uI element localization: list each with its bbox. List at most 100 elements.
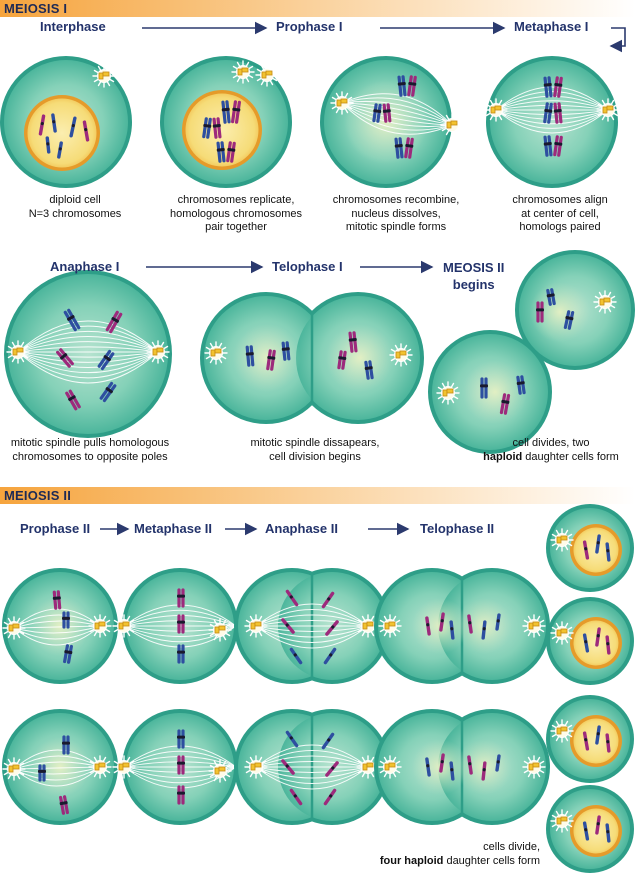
sister-chromatid (63, 310, 77, 332)
section-title-meiosis-1: MEIOSIS I (4, 1, 68, 16)
chromatid (285, 730, 299, 748)
centrosome (436, 381, 460, 405)
homolog-pair (202, 117, 222, 139)
caption-line: mitotic spindle forms (345, 221, 447, 233)
sister-chromatid (216, 117, 222, 139)
sister-chromatid (52, 590, 58, 610)
centromere (480, 384, 488, 388)
centromere (40, 121, 44, 126)
centrosome (204, 341, 228, 365)
chromosome (245, 345, 255, 367)
sister-chromatid (249, 345, 255, 367)
cell-metaphase-2-bottom (112, 709, 238, 825)
centrosome (2, 616, 26, 640)
caption-bold: haploid (483, 450, 523, 463)
chromosome (281, 341, 291, 361)
sister-chromatid (382, 103, 388, 123)
chromatid (51, 113, 57, 133)
centromere (245, 352, 254, 356)
centriole (442, 389, 448, 397)
haploid-cell-4 (546, 785, 634, 873)
chromosome (266, 349, 276, 371)
spindle-fiber (17, 320, 159, 353)
chromosome (404, 137, 414, 159)
chromosome (177, 755, 185, 775)
chromosome (177, 785, 185, 805)
chromatid (582, 821, 590, 841)
chromosome (177, 614, 185, 634)
spindle-fiber (123, 750, 237, 768)
centriole (98, 762, 106, 768)
sister-chromatid (100, 352, 115, 371)
chromosome (105, 310, 123, 334)
centromere (177, 791, 185, 795)
centromere (59, 353, 68, 360)
centromere (327, 597, 331, 601)
centriole (122, 762, 130, 768)
centromere (546, 293, 555, 298)
centromere (584, 547, 588, 551)
centriole (254, 762, 262, 768)
centromere (267, 355, 276, 360)
chromosome (337, 350, 347, 370)
centriole (446, 121, 452, 129)
chromatid (467, 614, 473, 634)
spindle-fiber (17, 330, 159, 353)
centrosome (330, 91, 354, 115)
centromere (227, 147, 236, 152)
centriole (599, 298, 605, 306)
sister-chromatid (59, 348, 74, 366)
centriole (218, 766, 226, 772)
nucleus (185, 93, 259, 167)
centromere (516, 381, 525, 386)
centromere (46, 142, 50, 146)
chromosome (546, 288, 556, 306)
centriole (214, 767, 220, 775)
centromere (543, 142, 552, 146)
centromere (327, 738, 331, 742)
centriole (340, 98, 348, 104)
chromatid (285, 589, 299, 607)
cell-daughter-2 (428, 330, 552, 454)
centrosome (484, 98, 508, 122)
spindle-fiber (495, 100, 609, 111)
chromatid (605, 733, 611, 753)
spindle-fiber (17, 341, 159, 353)
caption-interphase: diploid cell N=3 chromosomes (20, 194, 130, 221)
sister-chromatid (221, 100, 227, 124)
stage-label-interphase: Interphase (40, 19, 106, 34)
spindle-fiber (495, 86, 609, 111)
spindle-fiber (255, 766, 369, 784)
centriole (366, 762, 374, 768)
cell-anaphase-2-bottom (234, 709, 390, 825)
chromosome (553, 102, 563, 124)
spindle-fiber (495, 109, 609, 120)
centriole (388, 762, 396, 768)
centriole (237, 68, 243, 76)
homolog-pair (216, 141, 236, 163)
spindle-fiber (495, 109, 609, 129)
centriole (490, 106, 496, 114)
centromere (329, 653, 333, 657)
chromosome (212, 117, 222, 139)
centromere (606, 740, 610, 744)
chromatid (281, 618, 295, 634)
chromosome (177, 729, 185, 749)
nuclear-region (463, 360, 527, 424)
centromere (606, 642, 610, 646)
spindle-fiber (13, 766, 101, 787)
sister-chromatid (226, 141, 232, 163)
sister-chromatid (563, 310, 571, 330)
chromatid (582, 633, 590, 653)
centrosome (146, 340, 170, 364)
centriole (384, 622, 390, 630)
centromere (596, 732, 600, 736)
centriole (254, 621, 262, 627)
sister-chromatid (404, 137, 410, 159)
homolog-pair (372, 103, 392, 123)
chromatid (439, 753, 445, 773)
cell-prometaphase (320, 56, 464, 188)
centromere (584, 828, 588, 832)
centriole (494, 105, 502, 111)
centromere (59, 801, 68, 806)
